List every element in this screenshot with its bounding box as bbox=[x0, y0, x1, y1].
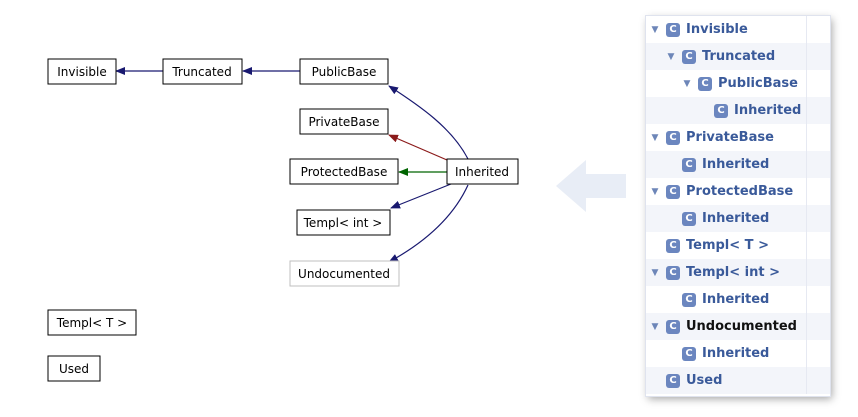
tree-item-label: Invisible bbox=[686, 22, 748, 37]
tree-item-templ-t[interactable]: C Templ< T > bbox=[646, 232, 830, 259]
tree-item-inherited[interactable]: C Inherited bbox=[646, 151, 830, 178]
node-privatebase[interactable]: PrivateBase bbox=[299, 108, 389, 135]
node-undocumented[interactable]: Undocumented bbox=[289, 260, 400, 287]
node-privatebase-label: PrivateBase bbox=[308, 115, 379, 129]
class-icon: C bbox=[666, 265, 680, 280]
class-icon: C bbox=[682, 157, 696, 172]
class-tree-panel: ▼ C Invisible ▼ C Truncated ▼ C PublicBa… bbox=[646, 16, 830, 396]
node-invisible[interactable]: Invisible bbox=[47, 58, 117, 85]
node-templ-int[interactable]: Templ< int > bbox=[296, 209, 391, 236]
tree-item-label: Templ< int > bbox=[686, 265, 781, 280]
tree-item-inherited[interactable]: C Inherited bbox=[646, 97, 830, 124]
tree-item-used[interactable]: C Used bbox=[646, 367, 830, 394]
node-inherited[interactable]: Inherited bbox=[446, 158, 519, 185]
node-invisible-label: Invisible bbox=[57, 65, 107, 79]
class-graph: Invisible Truncated PublicBase PrivateBa… bbox=[47, 58, 519, 382]
node-templ-int-label: Templ< int > bbox=[303, 216, 383, 230]
expand-toggle-icon[interactable]: ▼ bbox=[651, 24, 659, 35]
tree-item-invisible[interactable]: ▼ C Invisible bbox=[646, 16, 830, 43]
tree-item-label: Inherited bbox=[702, 346, 770, 361]
expand-toggle-icon[interactable]: ▼ bbox=[651, 267, 659, 278]
node-truncated-label: Truncated bbox=[171, 65, 231, 79]
edge-inherited-to-undocumented bbox=[388, 184, 469, 263]
class-icon: C bbox=[666, 184, 680, 199]
class-icon: C bbox=[666, 130, 680, 145]
tree-item-label: Inherited bbox=[702, 292, 770, 307]
tree-item-privatebase[interactable]: ▼ C PrivateBase bbox=[646, 124, 830, 151]
expand-toggle-icon[interactable]: ▼ bbox=[651, 321, 659, 332]
tree-item-label: Inherited bbox=[702, 157, 770, 172]
class-icon: C bbox=[698, 76, 712, 91]
class-icon: C bbox=[666, 238, 680, 253]
class-icon: C bbox=[682, 292, 696, 307]
edge-inherited-to-privatebase bbox=[388, 134, 448, 161]
tree-item-truncated[interactable]: ▼ C Truncated bbox=[646, 43, 830, 70]
node-templ-t-label: Templ< T > bbox=[56, 316, 127, 330]
node-protectedbase[interactable]: ProtectedBase bbox=[289, 158, 399, 185]
edge-inherited-to-templ-int bbox=[390, 183, 452, 209]
class-icon: C bbox=[682, 211, 696, 226]
left-arrow-icon bbox=[556, 160, 626, 212]
tree-item-label: Used bbox=[686, 373, 723, 388]
tree-item-label: PrivateBase bbox=[686, 130, 774, 145]
node-publicbase[interactable]: PublicBase bbox=[299, 58, 389, 85]
tree-item-label: ProtectedBase bbox=[686, 184, 794, 199]
node-inherited-label: Inherited bbox=[455, 165, 509, 179]
node-used[interactable]: Used bbox=[47, 355, 101, 382]
tree-item-templ-int[interactable]: ▼ C Templ< int > bbox=[646, 259, 830, 286]
class-icon: C bbox=[682, 346, 696, 361]
class-icon: C bbox=[714, 103, 728, 118]
tree-item-protectedbase[interactable]: ▼ C ProtectedBase bbox=[646, 178, 830, 205]
tree-item-label: Truncated bbox=[702, 49, 776, 64]
expand-toggle-icon[interactable]: ▼ bbox=[651, 186, 659, 197]
tree-item-undocumented[interactable]: ▼ C Undocumented bbox=[646, 313, 830, 340]
node-publicbase-label: PublicBase bbox=[312, 65, 377, 79]
class-icon: C bbox=[682, 49, 696, 64]
node-undocumented-label: Undocumented bbox=[298, 267, 390, 281]
tree-item-inherited[interactable]: C Inherited bbox=[646, 286, 830, 313]
tree-item-publicbase[interactable]: ▼ C PublicBase bbox=[646, 70, 830, 97]
node-protectedbase-label: ProtectedBase bbox=[301, 165, 388, 179]
node-templ-t[interactable]: Templ< T > bbox=[47, 309, 137, 336]
tree-item-inherited[interactable]: C Inherited bbox=[646, 340, 830, 367]
expand-toggle-icon[interactable]: ▼ bbox=[667, 51, 675, 62]
node-used-label: Used bbox=[59, 362, 89, 376]
edge-inherited-to-publicbase bbox=[388, 85, 469, 160]
node-truncated[interactable]: Truncated bbox=[162, 58, 243, 85]
tree-item-label: Undocumented bbox=[686, 319, 797, 334]
expand-toggle-icon[interactable]: ▼ bbox=[683, 78, 691, 89]
tree-item-inherited[interactable]: C Inherited bbox=[646, 205, 830, 232]
tree-item-label: PublicBase bbox=[718, 76, 798, 91]
class-icon: C bbox=[666, 319, 680, 334]
class-icon: C bbox=[666, 22, 680, 37]
class-icon: C bbox=[666, 373, 680, 388]
expand-toggle-icon[interactable]: ▼ bbox=[651, 132, 659, 143]
tree-item-label: Inherited bbox=[702, 211, 770, 226]
tree-item-label: Templ< T > bbox=[686, 238, 769, 253]
tree-item-label: Inherited bbox=[734, 103, 802, 118]
